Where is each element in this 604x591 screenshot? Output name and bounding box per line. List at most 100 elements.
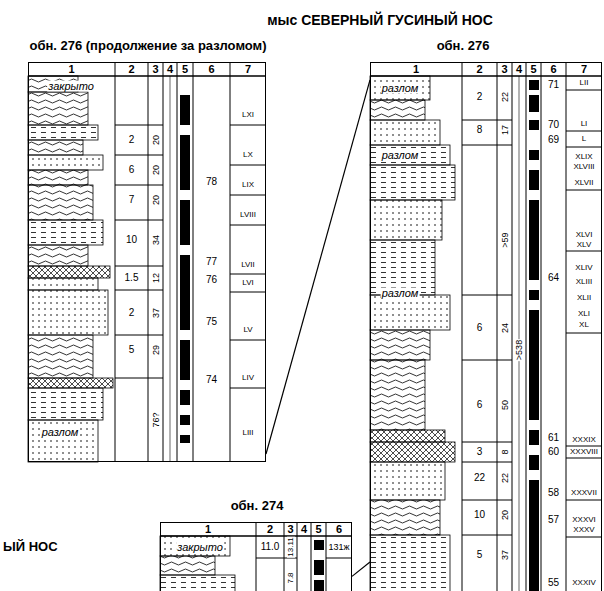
- thickness-value: 20: [151, 194, 160, 206]
- lithology-column: [370, 430, 445, 442]
- cycle-number: XXXVII: [571, 489, 597, 497]
- cycle-number: XLV: [577, 241, 592, 249]
- thickness-value: 17: [500, 124, 509, 136]
- thickness-value: 2: [129, 135, 135, 145]
- polarity-bar: [529, 480, 539, 591]
- polarity-bar: [180, 255, 190, 330]
- thickness-value: 37: [151, 307, 160, 319]
- note-label: закрыто: [176, 542, 224, 553]
- thickness-value: 10: [126, 235, 137, 245]
- sample-number: 76: [206, 275, 217, 285]
- sample-number: 58: [548, 488, 559, 498]
- cycle-number: LI: [581, 120, 588, 128]
- sample-number: 78: [206, 177, 217, 187]
- thickness-value: 76?: [151, 411, 160, 428]
- table-grid: [462, 120, 512, 535]
- section-table: обн. 276 (продолжение за разломом): [28, 62, 266, 462]
- thickness-value: 29: [151, 344, 160, 356]
- thickness-value: 6: [477, 400, 483, 410]
- cycle-number: XXXIX: [572, 436, 596, 444]
- polarity-bar: [529, 170, 539, 190]
- polarity-bar: [180, 415, 190, 425]
- table-grid: [311, 522, 312, 591]
- table-grid: [230, 125, 266, 388]
- note-label: разлом: [41, 427, 80, 438]
- table-grid: [256, 522, 257, 591]
- thickness-value: 10: [474, 510, 485, 520]
- cut-title: ЫЙ НОС: [3, 540, 58, 553]
- note-label: разлом: [381, 288, 420, 299]
- lithology-column: [370, 165, 455, 200]
- sample-number: 64: [548, 273, 559, 283]
- thickness-value: 5: [477, 550, 483, 560]
- lithology-column: [28, 290, 108, 335]
- table-grid: [163, 62, 164, 462]
- column-header: 6: [208, 64, 214, 75]
- table-grid: [177, 62, 178, 462]
- lithology-column: [160, 536, 230, 556]
- thickness-value: 2: [129, 308, 135, 318]
- table-grid: [297, 522, 298, 591]
- cycle-number: XLVIII: [573, 163, 594, 171]
- lithology-column: [370, 76, 430, 100]
- column-header: 6: [550, 64, 556, 75]
- thickness-value: 11.0: [261, 542, 280, 552]
- lithology-column: [160, 575, 235, 591]
- polarity-bar: [529, 290, 539, 300]
- lithology-column: [28, 335, 93, 378]
- thickness-value: >538: [515, 339, 524, 361]
- section-heading: обн. 276 (продолжение за разломом): [29, 38, 266, 54]
- lithology-column: [28, 378, 113, 388]
- table-grid: [541, 62, 542, 591]
- table-grid: [519, 76, 520, 591]
- lithology-column: [370, 120, 440, 145]
- column-header: 1: [413, 64, 419, 75]
- polarity-bar: [529, 150, 539, 160]
- cycle-number: XLI: [578, 310, 590, 318]
- cycle-number: XLII: [577, 294, 591, 302]
- thickness-value: 20: [151, 134, 160, 146]
- sample-number: 75: [206, 317, 217, 327]
- thickness-value: 8: [477, 125, 483, 135]
- column-header: 6: [336, 524, 342, 535]
- column-header: 5: [182, 64, 188, 75]
- table-grid: [170, 76, 171, 462]
- column-header: 5: [315, 524, 321, 535]
- lithology-column: [370, 330, 430, 360]
- zoom-connector: [352, 562, 370, 576]
- column-header: 4: [167, 64, 173, 75]
- thickness-value: 6: [477, 323, 483, 333]
- diagram-title: мыс СЕВЕРНЫЙ ГУСИНЫЙ НОС: [267, 12, 493, 29]
- table-grid: [256, 558, 352, 559]
- cycle-number: XXXV: [573, 526, 594, 534]
- thickness-value: 3: [477, 447, 483, 457]
- sample-number: 55: [548, 578, 559, 588]
- cycle-number: XLVII: [575, 179, 594, 187]
- cycle-number: XXXVI: [572, 516, 596, 524]
- polarity-bar: [529, 95, 539, 112]
- section-heading: обн. 274: [231, 498, 284, 514]
- thickness-value: 22: [500, 91, 509, 103]
- lithology-column: [370, 360, 425, 430]
- thickness-value: 12: [151, 272, 160, 284]
- table-grid: [28, 62, 602, 591]
- sample-number: 77: [206, 257, 217, 267]
- cycle-number: XLIX: [575, 153, 592, 161]
- cycle-number: LIII: [242, 429, 253, 437]
- thickness-value: 24: [500, 322, 509, 334]
- table-grid: [462, 62, 463, 591]
- table-grid: [326, 522, 327, 591]
- polarity-bar: [180, 390, 190, 405]
- zoom-connector: [266, 80, 370, 454]
- lithology-column: [28, 170, 88, 185]
- sample-number: 57: [548, 515, 559, 525]
- table-grid: [566, 90, 602, 537]
- polarity-bar: [314, 540, 324, 550]
- polarity-bar: [529, 80, 539, 90]
- table-grid: [512, 62, 513, 591]
- lithology-column: [28, 185, 93, 220]
- polarity-bar: [529, 310, 539, 420]
- table-grid: [115, 62, 116, 462]
- cycle-number: LVIII: [240, 211, 256, 219]
- thickness-value: 5: [129, 345, 135, 355]
